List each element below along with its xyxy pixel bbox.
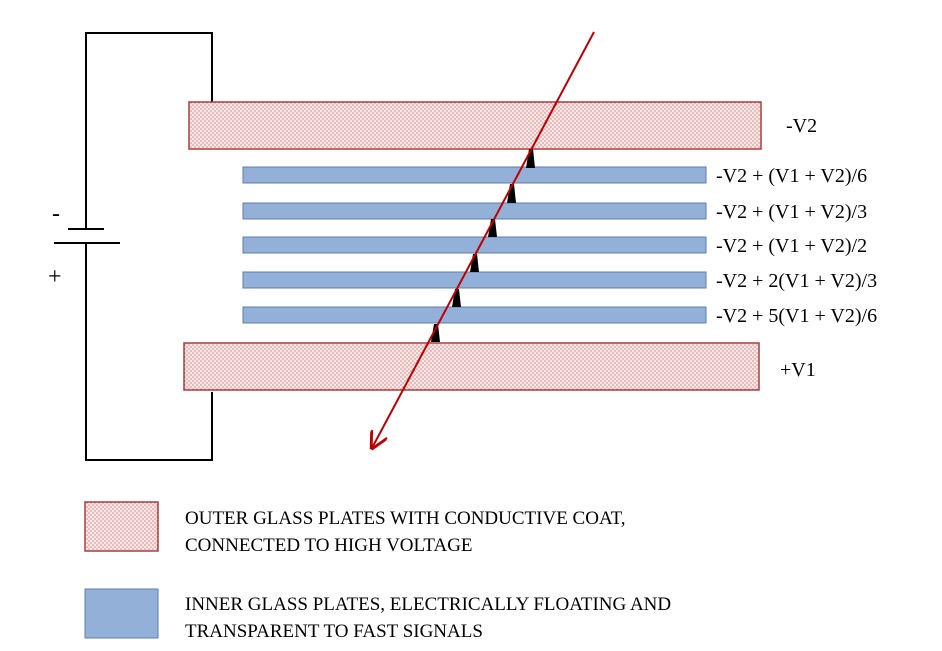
battery-symbol: - +: [48, 201, 120, 290]
avalanche-marker: [488, 219, 497, 237]
legend-outer-text-line2: CONNECTED TO HIGH VOLTAGE: [185, 535, 473, 556]
battery-positive-label: +: [48, 264, 62, 290]
legend-inner-text-line1: INNER GLASS PLATES, ELECTRICALLY FLOATIN…: [185, 594, 671, 615]
inner-plate-voltage-label: -V2 + (V1 + V2)/6: [716, 165, 867, 187]
inner-plate-voltage-label: -V2 + (V1 + V2)/2: [716, 235, 867, 257]
outer-plate-top: [188, 101, 762, 150]
outer-plate-bottom: [183, 342, 760, 391]
legend-outer-swatch: [84, 501, 159, 552]
legend-inner-text-line2: TRANSPARENT TO FAST SIGNALS: [185, 621, 483, 642]
inner-plate: [242, 202, 707, 220]
inner-plate: [242, 236, 707, 254]
bottom-wire: [85, 243, 213, 461]
avalanche-marker: [431, 324, 440, 342]
particle-track-arrow: [372, 31, 595, 448]
inner-plate-voltage-label: -V2 + 2(V1 + V2)/3: [716, 270, 877, 292]
top-wire: [85, 32, 213, 229]
outer-top-voltage-label: -V2: [786, 115, 817, 137]
legend: OUTER GLASS PLATES WITH CONDUCTIVE COAT,…: [84, 501, 671, 642]
legend-outer-text-line1: OUTER GLASS PLATES WITH CONDUCTIVE COAT,: [185, 508, 626, 529]
inner-plates: [242, 166, 707, 324]
inner-plate-voltage-label: -V2 + (V1 + V2)/3: [716, 201, 867, 223]
inner-plate-voltage-label: -V2 + 5(V1 + V2)/6: [716, 305, 877, 327]
legend-inner-swatch: [84, 588, 159, 639]
outer-bottom-voltage-label: +V1: [780, 359, 816, 381]
battery-negative-label: -: [52, 201, 60, 227]
inner-plate: [242, 271, 707, 289]
inner-plate: [242, 306, 707, 324]
inner-plate: [242, 166, 707, 184]
